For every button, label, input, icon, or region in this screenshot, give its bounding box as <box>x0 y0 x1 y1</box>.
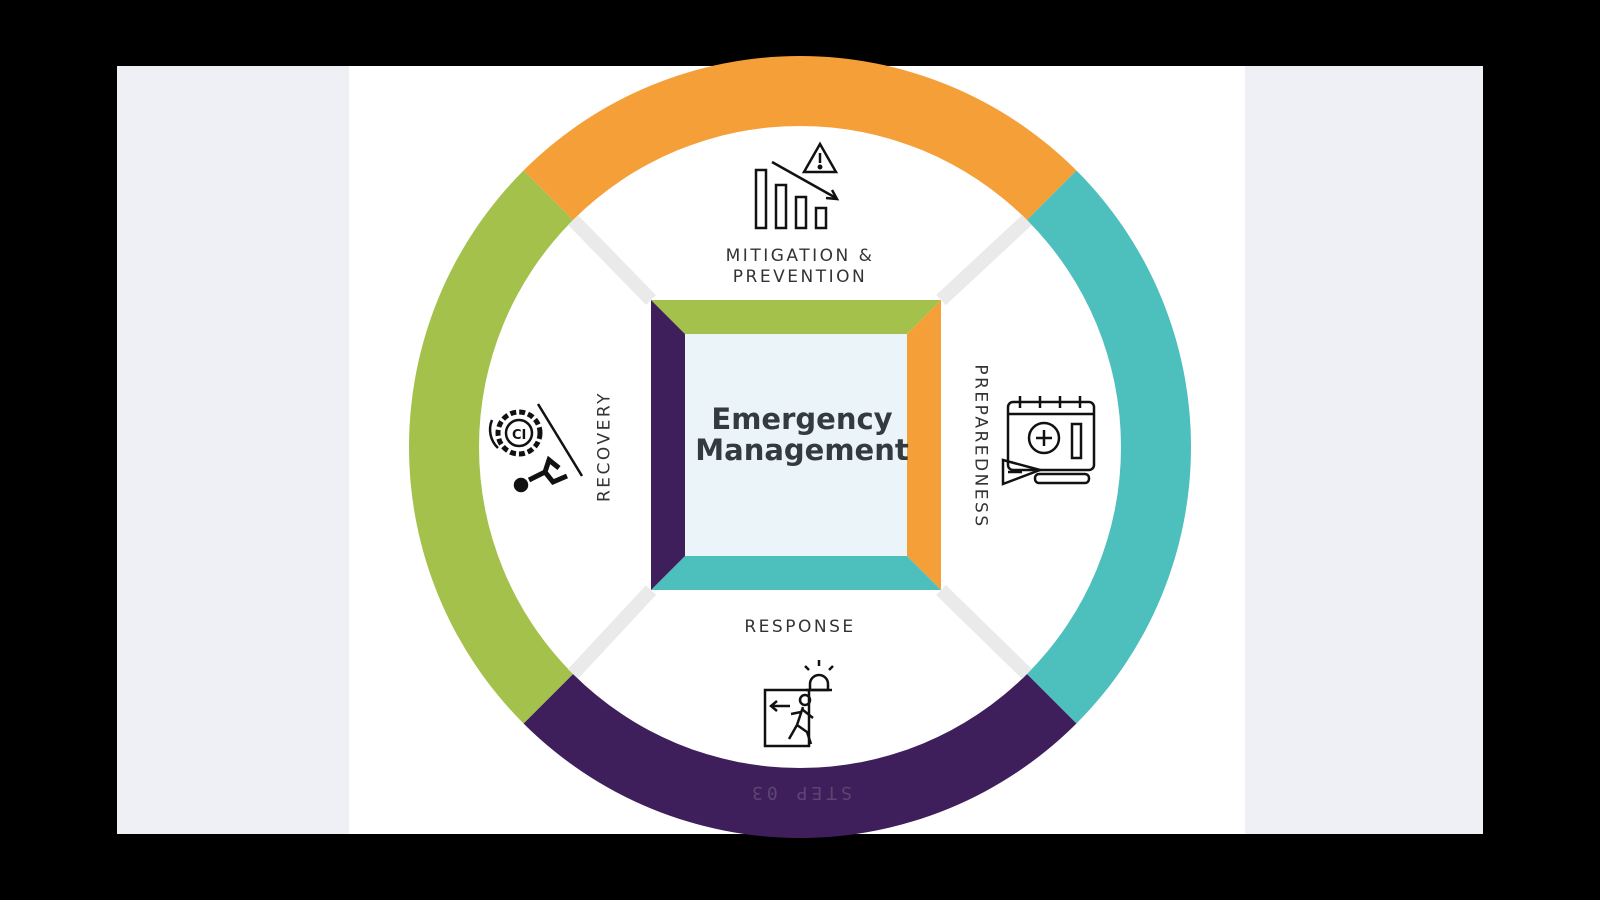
square-bottom-border <box>651 556 941 590</box>
svg-text:CI: CI <box>512 428 526 443</box>
ring-segment-response <box>523 673 1077 838</box>
gear-person-recovery-icon: CI <box>488 403 584 493</box>
calendar-medical-plan-icon <box>1001 396 1096 486</box>
declining-chart-warning-icon <box>754 141 840 230</box>
center-title-line1: Emergency <box>711 402 893 436</box>
square-right-border <box>907 300 941 590</box>
mitigation-label-line2: PREVENTION <box>732 267 868 287</box>
ring-segment-preparedness <box>1026 170 1191 724</box>
preparedness-label: PREPAREDNESS <box>970 364 991 529</box>
response-label: RESPONSE <box>744 617 856 637</box>
mitigation-label: MITIGATION & PREVENTION <box>700 246 900 288</box>
recovery-label: RECOVERY <box>594 391 615 502</box>
square-top-border <box>651 300 941 334</box>
square-center <box>685 334 907 556</box>
square-left-border <box>651 300 685 590</box>
ring-step-caption: STEP 03 <box>748 782 852 803</box>
emergency-exit-alarm-icon <box>763 660 834 748</box>
ring-segment-recovery <box>409 170 574 724</box>
ring-segment-mitigation <box>523 56 1077 221</box>
center-title-line2: Management <box>695 433 909 467</box>
center-title: Emergency Management <box>686 404 918 466</box>
divider-shadows <box>567 214 1032 680</box>
mitigation-label-line1: MITIGATION & <box>725 246 875 266</box>
